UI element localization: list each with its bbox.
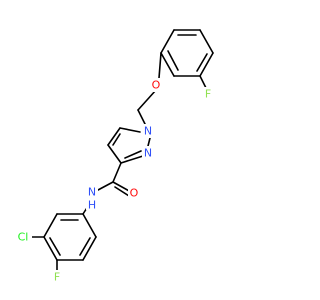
bond: [79, 237, 91, 256]
bond: [82, 213, 97, 238]
bond: [112, 133, 121, 146]
bond: [196, 53, 208, 72]
bond: [43, 213, 58, 238]
pyrazole-n1-text: N: [144, 125, 152, 138]
bond: [199, 29, 214, 54]
bond: [97, 181, 114, 191]
amide-h-text: H: [88, 199, 96, 212]
ether-oxygen-text: O: [152, 79, 161, 92]
ether-oxygen-label: O: [150, 78, 162, 92]
bond: [82, 236, 97, 261]
pyrazole-n2-label: N: [142, 146, 154, 160]
bond: [137, 109, 147, 127]
bond: [137, 89, 157, 111]
fluorine-top-text: F: [205, 88, 211, 101]
bond: [112, 162, 122, 183]
chlorine-label: Cl: [14, 230, 32, 244]
pyrazole-n2-text: N: [144, 147, 152, 160]
amide-nh-label: N H: [86, 186, 98, 212]
bond: [147, 137, 151, 147]
amide-n-text: N: [88, 186, 96, 199]
molecule-structure-diagram: O F N N O N H Cl F: [14, 29, 214, 284]
bond: [49, 237, 61, 256]
bond: [160, 52, 175, 77]
carbonyl-oxygen-text: O: [130, 187, 139, 200]
bond: [107, 144, 122, 164]
fluorine-bottom-label: F: [51, 270, 63, 284]
bond: [167, 50, 179, 71]
bond: [43, 236, 58, 261]
atom-labels: O F N N O N H Cl F: [14, 78, 214, 284]
bond: [199, 52, 214, 77]
fluorine-bottom-text: F: [54, 271, 60, 284]
chlorine-text: Cl: [18, 231, 29, 244]
bond: [119, 127, 141, 133]
fluorine-top-label: F: [202, 87, 214, 101]
pyrazole-n1-label: N: [142, 124, 154, 138]
bond: [158, 52, 162, 79]
bond: [114, 186, 130, 197]
bond: [160, 29, 175, 54]
carbonyl-oxygen-label: O: [128, 186, 140, 200]
bond: [107, 127, 121, 146]
bond: [124, 150, 142, 159]
bonds: [29, 29, 214, 273]
bond: [120, 155, 144, 164]
